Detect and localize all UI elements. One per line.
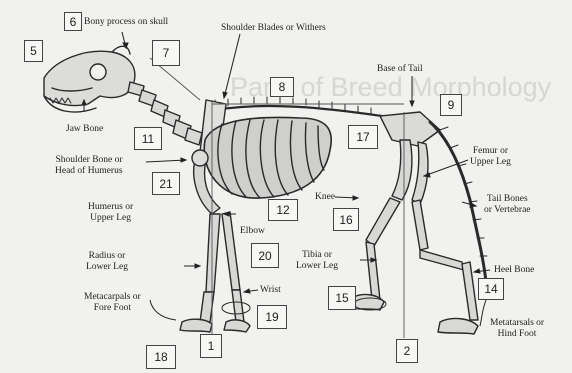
rib-cage [204, 117, 331, 198]
number-box-18: 18 [146, 345, 176, 369]
number-box-11: 11 [134, 127, 162, 150]
skull [44, 46, 135, 112]
number-box-19: 19 [257, 305, 287, 329]
number-box-6: 6 [64, 12, 82, 31]
label-bony-process: Bony process on skull [84, 17, 168, 28]
number-box-16: 16 [333, 208, 359, 231]
number-box-9: 9 [440, 94, 462, 116]
label-shoulder-blades: Shoulder Blades or Withers [221, 23, 326, 34]
number-box-14: 14 [478, 278, 504, 300]
number-box-2: 2 [396, 339, 418, 363]
number-box-8: 8 [270, 77, 294, 97]
number-box-20: 20 [251, 243, 279, 268]
label-heel-bone: Heel Bone [494, 265, 534, 276]
label-knee: Knee [315, 192, 335, 203]
label-jaw-bone: Jaw Bone [66, 124, 103, 135]
number-box-21: 21 [152, 172, 180, 195]
label-elbow: Elbow [240, 226, 265, 237]
label-wrist: Wrist [260, 285, 281, 296]
number-box-17: 17 [348, 125, 378, 149]
number-box-12: 12 [268, 199, 298, 221]
number-box-1: 1 [200, 334, 222, 358]
label-base-of-tail: Base of Tail [377, 64, 423, 75]
number-box-7: 7 [152, 40, 180, 66]
number-box-15: 15 [328, 286, 356, 310]
number-box-5: 5 [24, 40, 43, 62]
